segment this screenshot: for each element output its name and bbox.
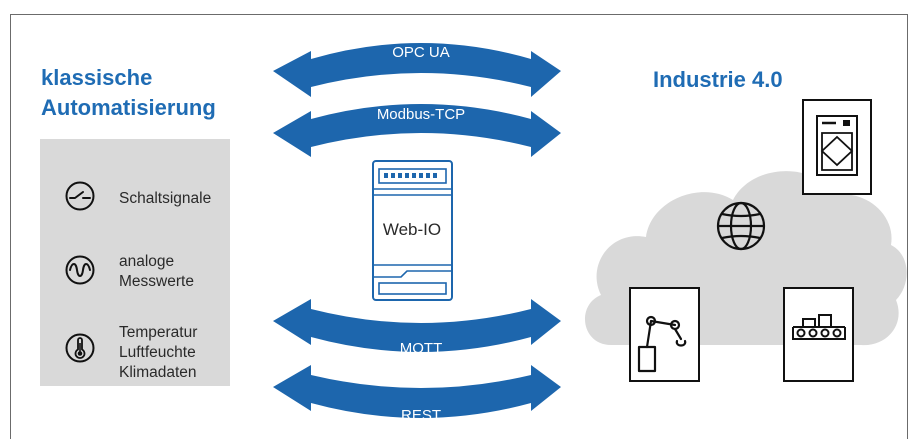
conveyor-icon (783, 287, 854, 382)
signals-panel: Schaltsignale analoge Messwerte Temperat… (40, 139, 230, 386)
protocol-label-mqtt: MQTT (400, 340, 443, 357)
arrow-modbus-tcp: Modbus-TCP (273, 104, 561, 157)
robot-arm-icon (629, 287, 700, 382)
classic-heading-line1: klassische (41, 65, 153, 90)
signal-label-temperature: Temperatur Luftfeuchte Klimadaten (119, 324, 198, 381)
classic-automation-heading: klassische Automatisierung (41, 63, 216, 123)
analog-wave-icon (65, 255, 95, 285)
device-label: Web-IO (383, 220, 441, 239)
protocol-label-opc-ua: OPC UA (392, 44, 450, 61)
web-io-device: Web-IO (372, 160, 453, 301)
industry-heading: Industrie 4.0 (653, 67, 783, 92)
switch-signal-icon (65, 181, 95, 211)
diagram-frame: klassische Automatisierung Schaltsignale… (10, 14, 908, 439)
protocol-label-rest: REST (401, 407, 441, 424)
signal-label-switching: Schaltsignale (119, 190, 212, 207)
thermometer-icon (65, 333, 95, 363)
classic-heading-line2: Automatisierung (41, 95, 216, 120)
arrow-rest: REST (273, 365, 561, 424)
arrow-opc-ua: OPC UA (273, 43, 561, 97)
globe-icon (716, 201, 766, 251)
signal-label-analog: analoge Messwerte (119, 253, 194, 290)
arrow-mqtt: MQTT (273, 299, 561, 357)
display-panel-icon (802, 99, 872, 195)
protocol-diagram: OPC UA Modbus-TCP MQTT REST (273, 43, 907, 424)
protocol-label-modbus-tcp: Modbus-TCP (377, 106, 465, 123)
